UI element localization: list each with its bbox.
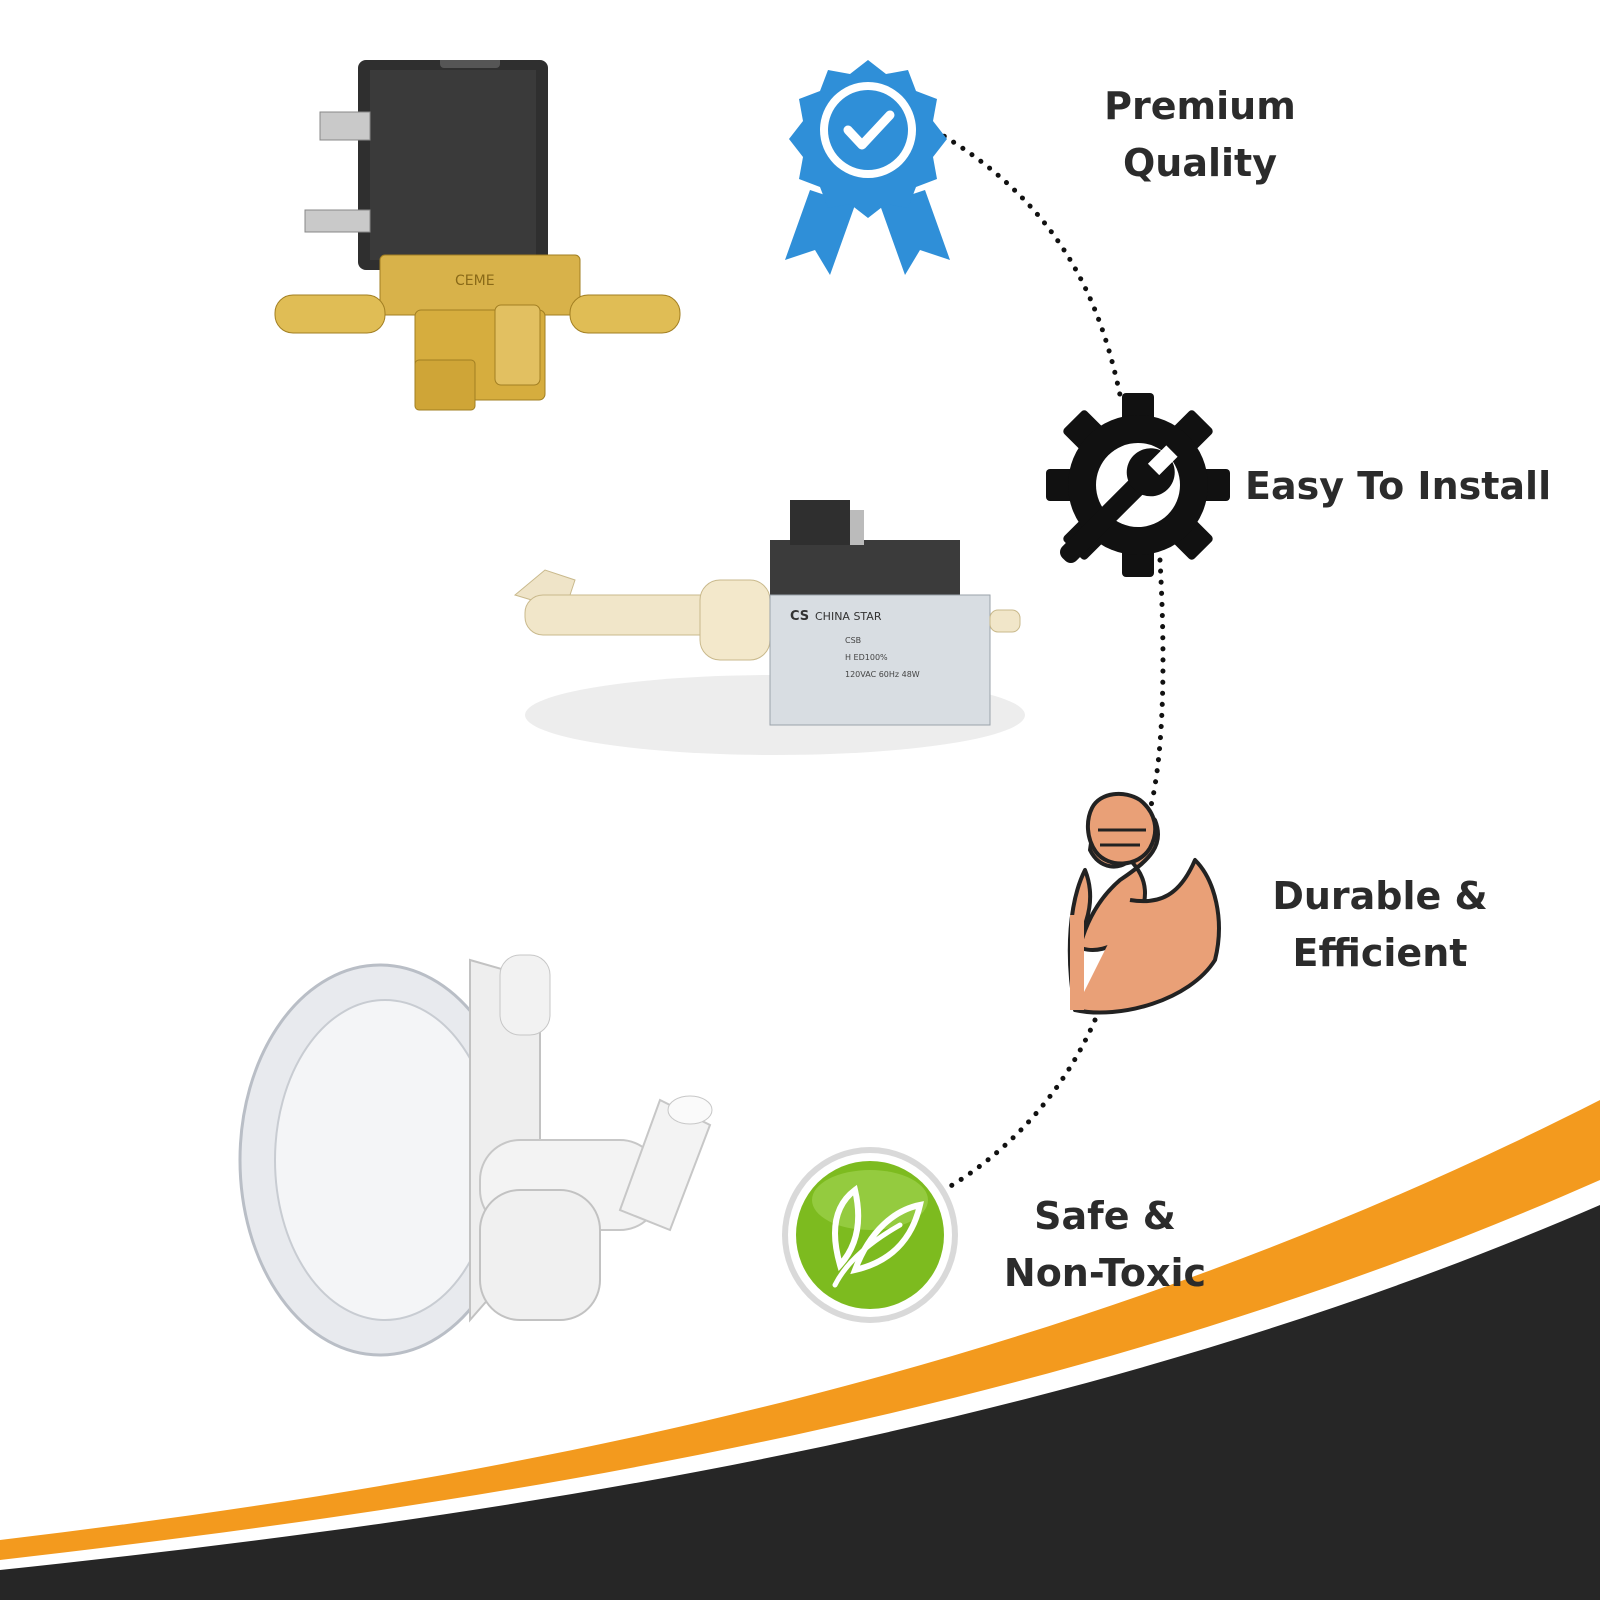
feature-premium-quality-label: Premium Quality xyxy=(1070,78,1330,192)
dotted-path xyxy=(922,122,1166,1198)
flexed-arm-icon xyxy=(1067,791,1221,1015)
vibration-pump-image: CS CHINA STAR CSB H ED100% 120VAC 60Hz 4… xyxy=(513,500,1025,755)
badge-check-icon xyxy=(785,60,950,275)
leaf-icon xyxy=(782,1147,958,1323)
solenoid-valve-image: CEME xyxy=(274,60,681,411)
feature-durable-label: Durable & Efficient xyxy=(1250,868,1510,982)
label-line: Efficient xyxy=(1292,931,1468,975)
pump-brand: CS xyxy=(790,609,809,624)
pump-model: CSB xyxy=(845,636,861,645)
label-line: Safe & xyxy=(1034,1194,1176,1238)
feature-easy-install-label: Easy To Install xyxy=(1245,458,1575,515)
diaphragm-pump-image xyxy=(238,954,713,1357)
label-line: Easy To Install xyxy=(1245,464,1552,508)
label-line: Premium xyxy=(1104,84,1296,128)
label-line: Non-Toxic xyxy=(1003,1251,1207,1295)
label-line: Quality xyxy=(1123,141,1277,185)
pump-rating: 120VAC 60Hz 48W xyxy=(845,670,920,679)
valve-brand: CEME xyxy=(455,273,495,289)
feature-safe-label: Safe & Non-Toxic xyxy=(980,1188,1230,1302)
pump-name: CHINA STAR xyxy=(815,610,882,623)
swoosh-dark xyxy=(0,1205,1600,1600)
pump-class: H ED100% xyxy=(845,653,888,662)
label-line: Durable & xyxy=(1272,874,1488,918)
gear-wrench-icon xyxy=(1046,393,1230,577)
